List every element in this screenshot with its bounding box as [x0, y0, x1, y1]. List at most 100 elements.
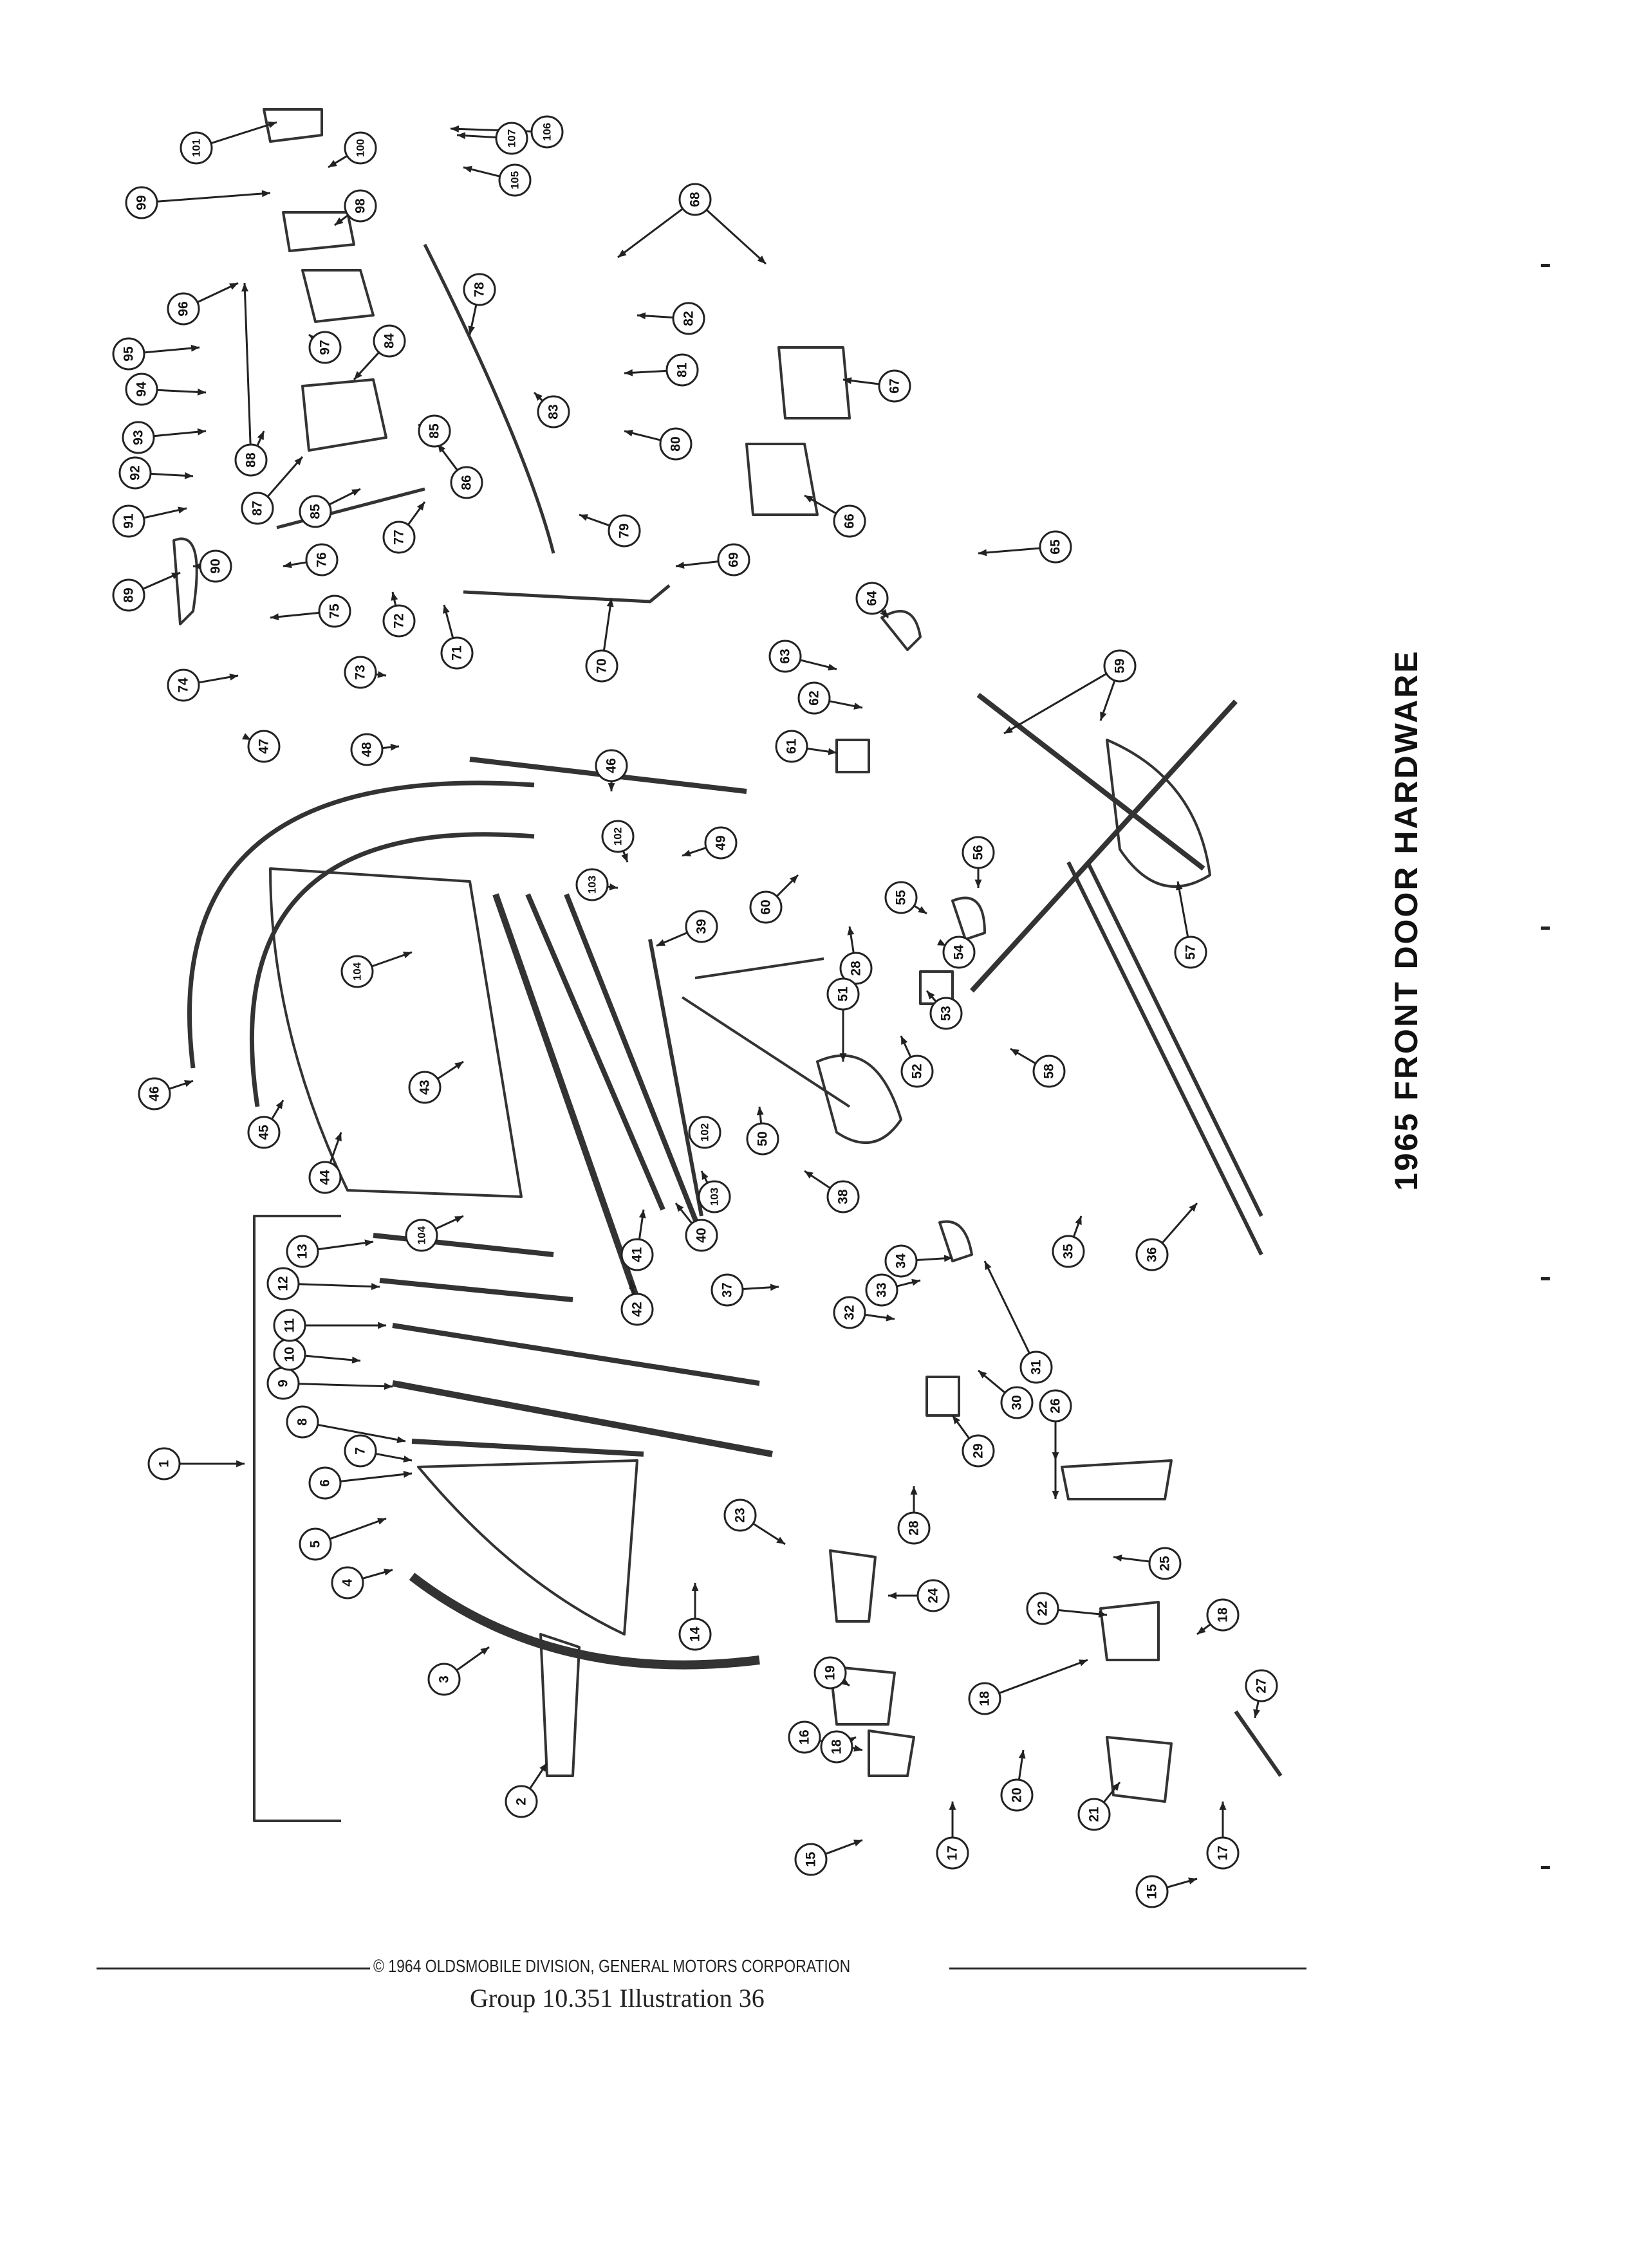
leader-arrowhead: [927, 991, 935, 1000]
leader-arrowhead: [985, 1261, 992, 1270]
callout-circle: [711, 1273, 744, 1307]
callout-number: 27: [1254, 1678, 1269, 1693]
callout-42: 42: [620, 1293, 654, 1326]
leader-line: [243, 282, 252, 445]
leader-arrowhead: [847, 927, 855, 936]
footer-rule-right: [949, 1968, 1306, 1969]
callout-circle: [833, 1296, 866, 1329]
leader-arrowhead: [351, 1356, 360, 1364]
leader-arrowhead: [178, 506, 187, 514]
callout-number: 62: [807, 690, 822, 705]
callout-58: 58: [1032, 1055, 1066, 1088]
callout-number: 65: [1048, 539, 1063, 555]
part-27-spring: [1234, 1710, 1283, 1777]
callout-circle: [1032, 1055, 1066, 1088]
leader-line: [1161, 1203, 1198, 1244]
callout-circle: [962, 1434, 995, 1468]
leader-arrowhead: [839, 1053, 847, 1062]
part-98-plate: [282, 211, 355, 252]
callout-number: 19: [823, 1665, 838, 1680]
callout-103: 103: [698, 1180, 731, 1213]
part-41-channel: [525, 893, 665, 1211]
callout-21: 21: [1077, 1798, 1111, 1831]
callout-number: 93: [131, 430, 146, 445]
leader-arrowhead: [841, 1678, 850, 1686]
leader-arrowhead: [638, 1210, 646, 1219]
callout-circle: [112, 337, 145, 371]
binding-mark: [1541, 1277, 1550, 1280]
callout-22: 22: [1026, 1592, 1059, 1625]
callout-77: 77: [382, 521, 416, 554]
callout-46: 46: [138, 1077, 171, 1111]
callout-95: 95: [112, 337, 145, 371]
callout-number: 33: [875, 1282, 889, 1297]
callout-number: 58: [1042, 1064, 1057, 1079]
callout-circle: [1148, 1547, 1182, 1580]
callout-51: 51: [826, 977, 860, 1011]
leader-arrowhead: [378, 1322, 386, 1329]
part-8-strip: [411, 1439, 644, 1457]
part-59-arm: [970, 692, 1238, 993]
leader-arrowhead: [351, 489, 360, 496]
callout-circle: [884, 881, 918, 914]
leader-arrowhead: [384, 1569, 393, 1576]
part-45-strip: [249, 832, 535, 1107]
callout-75: 75: [318, 595, 351, 628]
callout-circle: [1052, 1235, 1085, 1268]
callout-31: 31: [1019, 1351, 1053, 1384]
callout-number: 100: [355, 139, 367, 157]
callout-circle: [900, 1055, 934, 1088]
callout-circle: [768, 640, 802, 673]
callout-number: 83: [546, 404, 561, 419]
callout-circle: [125, 186, 158, 219]
leader-arrowhead: [1004, 726, 1013, 733]
leader-line: [298, 1383, 393, 1388]
leader-arrowhead: [910, 1486, 918, 1495]
leader-arrowhead: [637, 312, 646, 320]
callout-circle: [167, 292, 200, 326]
part-39-channel: [648, 939, 703, 1217]
callout-circle: [797, 681, 831, 715]
callout-circle: [704, 826, 738, 860]
callout-number: 18: [830, 1739, 844, 1755]
leader-arrowhead: [241, 283, 248, 292]
callout-number: 31: [1029, 1360, 1044, 1375]
part-56-handle: [951, 896, 986, 941]
leader-arrowhead: [1189, 1203, 1197, 1212]
part-67-pad: [777, 346, 851, 419]
callout-16: 16: [788, 1720, 821, 1754]
leader-arrowhead: [191, 344, 200, 352]
callout-number: 36: [1145, 1247, 1160, 1262]
callout-number: 75: [328, 604, 342, 619]
callout-number: 85: [427, 423, 442, 439]
leader-arrowhead: [229, 283, 238, 290]
callout-number: 99: [135, 195, 149, 210]
callout-92: 92: [118, 456, 152, 490]
callout-40: 40: [685, 1219, 718, 1252]
callout-86: 86: [450, 466, 483, 499]
callout-87: 87: [241, 492, 274, 525]
callout-30: 30: [1000, 1386, 1034, 1419]
callout-number: 43: [418, 1080, 432, 1094]
callout-circle: [698, 1180, 731, 1213]
callout-number: 28: [907, 1520, 922, 1536]
leader-arrowhead: [197, 388, 206, 396]
part-21-hinge: [1106, 1736, 1173, 1803]
callout-number: 102: [612, 827, 624, 845]
callout-circle: [331, 1566, 364, 1600]
part-66-pad: [745, 443, 819, 516]
callout-62: 62: [797, 681, 831, 715]
callout-circle: [678, 183, 712, 216]
callout-28: 28: [897, 1511, 931, 1545]
callout-98: 98: [344, 189, 377, 223]
leader-arrowhead: [1079, 1659, 1088, 1666]
callout-number: 1: [157, 1460, 172, 1468]
leader-arrowhead: [335, 1132, 342, 1141]
callout-number: 68: [688, 192, 703, 207]
callout-103: 103: [575, 868, 609, 901]
callout-73: 73: [344, 656, 377, 689]
callout-circle: [595, 749, 628, 782]
callout-19: 19: [814, 1656, 847, 1690]
part-13-strip: [373, 1233, 554, 1257]
